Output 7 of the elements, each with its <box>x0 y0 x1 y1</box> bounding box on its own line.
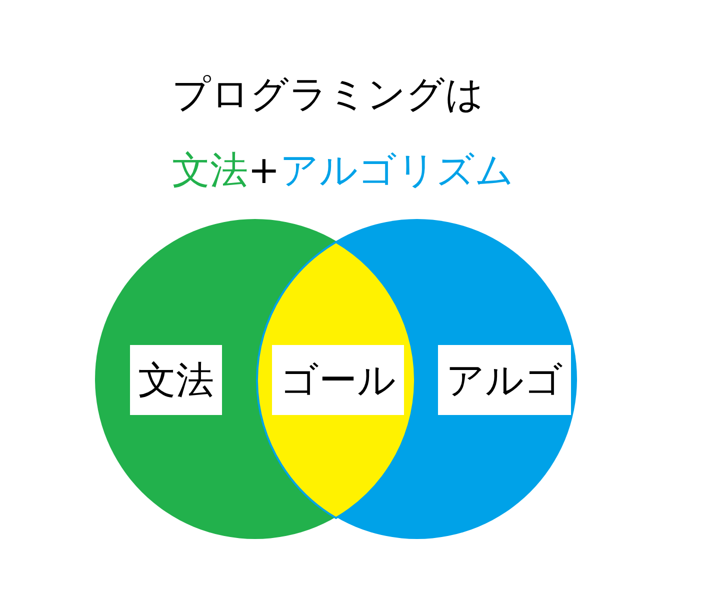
venn-label: ゴール <box>272 345 404 415</box>
venn-label: アルゴ <box>438 345 571 415</box>
subtitle-text: + <box>248 147 280 194</box>
subtitle-text: 文法 <box>172 147 248 194</box>
venn-label: 文法 <box>130 345 222 415</box>
subtitle-text: アルゴリズム <box>280 147 514 194</box>
title: プログラミングは <box>172 71 484 118</box>
